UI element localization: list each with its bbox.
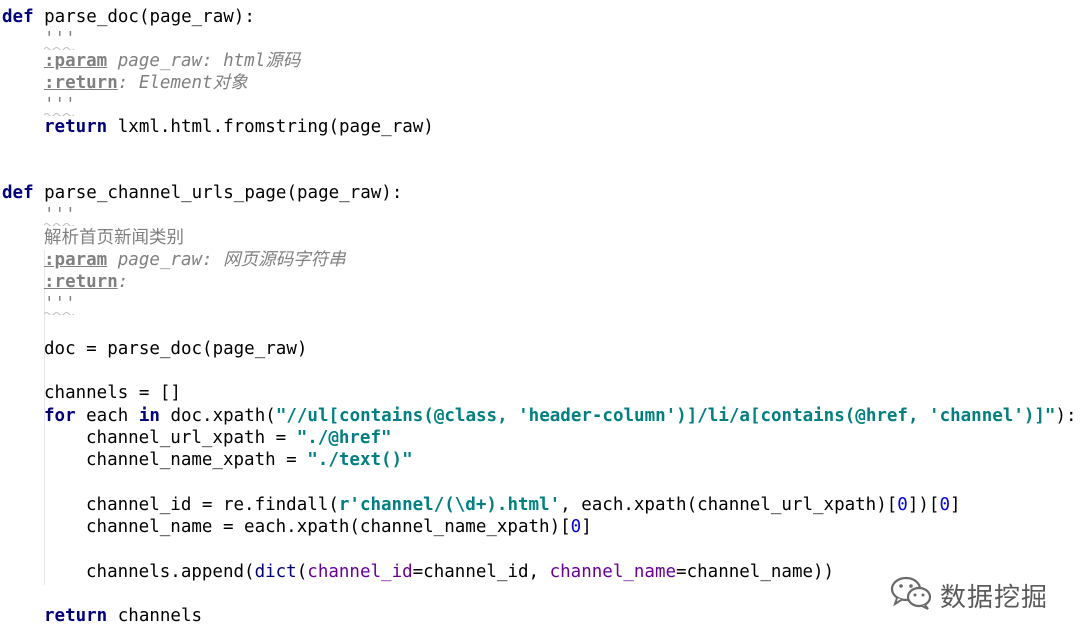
code-line: channel_name_xpath = "./text()" — [86, 449, 413, 471]
keyword: return — [44, 606, 108, 626]
code-text: =channel_name)) — [676, 562, 835, 582]
warning-squiggle — [44, 47, 74, 50]
code-text: channels = [] — [44, 383, 181, 403]
code-text: each — [75, 406, 139, 426]
code-text: channel_name = each.xpath(channel_name_x… — [86, 517, 571, 537]
code-line: return lxml.html.fromstring(page_raw) — [44, 116, 434, 138]
code-line: ''' — [44, 94, 76, 116]
code-line: def parse_channel_urls_page(page_raw): — [2, 182, 402, 204]
keyword: return — [44, 117, 108, 137]
docstring-quote: ''' — [44, 205, 76, 225]
keyword: for — [44, 406, 76, 426]
wechat-icon — [890, 575, 932, 616]
doc-tag: :return — [44, 73, 118, 93]
code-line: channel_name = each.xpath(channel_name_x… — [86, 516, 592, 538]
docstring-quote: ''' — [44, 29, 76, 49]
docstring-text: : — [117, 272, 129, 292]
string-literal: "./text()" — [307, 450, 413, 470]
code-line: channels.append(dict(channel_id=channel_… — [86, 561, 834, 583]
code-text: =channel_id, — [412, 562, 550, 582]
code-text: ] — [581, 517, 592, 537]
code-text: channels — [107, 606, 203, 626]
code-line: :return: Element对象 — [44, 72, 248, 94]
watermark-text: 数据挖掘 — [940, 582, 1049, 613]
number-literal: 0 — [570, 517, 582, 537]
docstring-text: 解析首页新闻类别 — [44, 228, 184, 248]
code-line: def parse_doc(page_raw): — [2, 6, 255, 28]
code-line: channels = [] — [44, 382, 181, 404]
code-line: channel_url_xpath = "./@href" — [86, 427, 392, 449]
warning-squiggle — [44, 223, 74, 226]
watermark: 数据挖掘 — [890, 573, 1060, 617]
warning-squiggle — [44, 312, 74, 315]
function-signature: parse_doc(page_raw): — [33, 7, 255, 27]
builtin-name: dict — [254, 562, 297, 582]
string-literal: "./@href" — [296, 428, 392, 448]
code-text: channel_name_xpath = — [86, 450, 308, 470]
code-line: doc = parse_doc(page_raw) — [44, 338, 307, 360]
number-literal: 0 — [939, 495, 950, 515]
code-line: ''' — [44, 293, 76, 315]
keyword-argument: channel_id — [307, 562, 413, 582]
docstring-quote: ''' — [44, 294, 76, 314]
code-line: return channels — [44, 605, 202, 627]
code-line: for each in doc.xpath("//ul[contains(@cl… — [44, 405, 1077, 427]
code-text: lxml.html.fromstring(page_raw) — [107, 117, 434, 137]
doc-tag: :param — [44, 51, 108, 71]
code-line: ''' — [44, 204, 76, 226]
docstring-text: page_raw: 网页源码字符串 — [107, 250, 346, 270]
string-literal: r'channel/(\d+).html' — [338, 495, 561, 515]
doc-tag: :param — [44, 250, 108, 270]
function-signature: parse_channel_urls_page(page_raw): — [33, 183, 403, 203]
code-text: ])[ — [907, 495, 940, 515]
code-text: ): — [1055, 406, 1077, 426]
code-text: doc = parse_doc(page_raw) — [44, 339, 308, 359]
doc-tag: :return — [44, 272, 118, 292]
docstring-quote: ''' — [44, 95, 76, 115]
keyword-argument: channel_name — [549, 562, 677, 582]
warning-squiggle — [44, 113, 74, 116]
code-line: :param page_raw: 网页源码字符串 — [44, 249, 346, 271]
code-text: channel_url_xpath = — [86, 428, 297, 448]
code-text: channel_id = re.findall( — [86, 495, 339, 515]
code-line: :param page_raw: html源码 — [44, 50, 300, 72]
code-text: ] — [950, 495, 961, 515]
code-line: channel_id = re.findall(r'channel/(\d+).… — [86, 494, 961, 516]
code-text: doc.xpath( — [159, 406, 276, 426]
docstring-text: page_raw: html源码 — [107, 51, 301, 71]
keyword: def — [2, 183, 34, 203]
docstring-text: : Element对象 — [117, 73, 248, 93]
keyword: def — [2, 7, 34, 27]
string-literal: "//ul[contains(@class, 'header-column')]… — [275, 406, 1056, 426]
number-literal: 0 — [897, 495, 908, 515]
keyword: in — [138, 406, 160, 426]
code-line: ''' — [44, 28, 76, 50]
code-text: channels.append( — [86, 562, 255, 582]
indent-guide — [44, 250, 45, 585]
code-line: :return: — [44, 271, 128, 293]
code-text: , each.xpath(channel_url_xpath)[ — [560, 495, 898, 515]
code-text: ( — [296, 562, 308, 582]
code-line: 解析首页新闻类别 — [44, 227, 184, 249]
